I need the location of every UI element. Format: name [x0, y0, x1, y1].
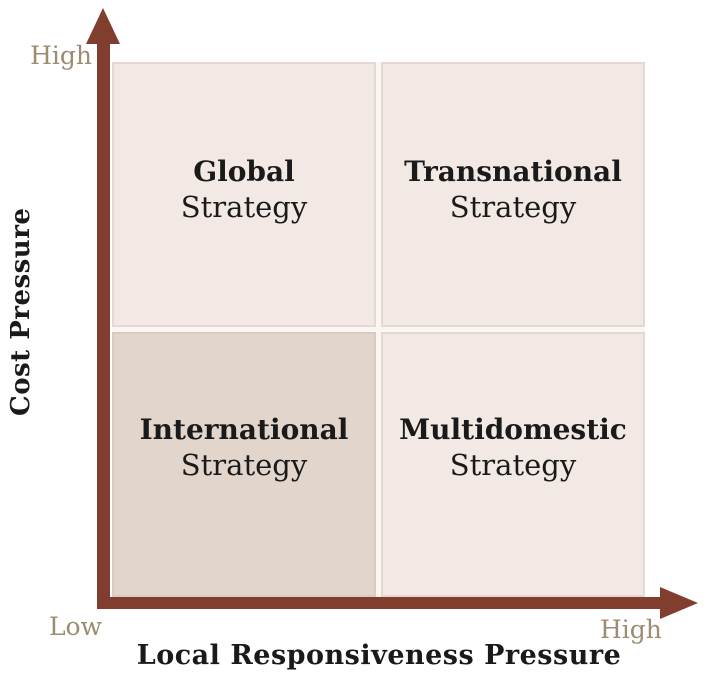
quadrant-subtitle: Strategy — [449, 448, 577, 482]
quadrant-title: International — [139, 413, 349, 446]
quadrant-multidomestic: Multidomestic Strategy — [381, 332, 645, 597]
x-axis-low-label: Low — [48, 612, 102, 641]
quadrant-subtitle: Strategy — [449, 190, 577, 224]
x-axis-line — [97, 597, 661, 609]
x-axis-title: Local Responsiveness Pressure — [136, 640, 622, 671]
quadrant-subtitle: Strategy — [180, 190, 308, 224]
y-axis-line — [97, 42, 110, 608]
quadrant-global: Global Strategy — [112, 62, 376, 327]
quadrant-international: International Strategy — [112, 332, 376, 597]
y-axis-arrowhead-icon — [86, 8, 120, 44]
quadrant-transnational: Transnational Strategy — [381, 62, 645, 327]
quadrant-subtitle: Strategy — [180, 448, 308, 482]
quadrant-title: Multidomestic — [399, 413, 627, 446]
quadrant-title: Global — [193, 155, 295, 188]
quadrant-title: Transnational — [404, 155, 622, 188]
y-axis-high-label: High — [30, 41, 92, 70]
x-axis-high-label: High — [600, 615, 662, 644]
x-axis-arrowhead-icon — [660, 587, 698, 619]
matrix-grid: Global Strategy Transnational Strategy I… — [112, 62, 645, 597]
y-axis-title: Cost Pressure — [6, 207, 36, 416]
